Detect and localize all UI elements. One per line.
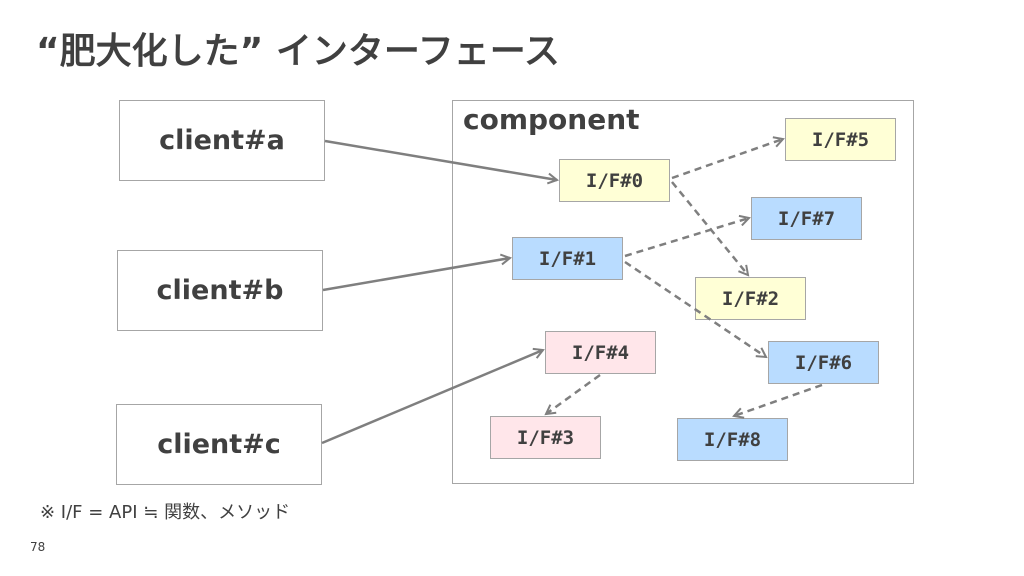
interface-7-box: I/F#7 <box>751 197 862 240</box>
component-box: component <box>452 100 914 484</box>
client-c-box: client#c <box>116 404 322 485</box>
interface-3-box: I/F#3 <box>490 416 601 459</box>
interface-5-box: I/F#5 <box>785 118 896 161</box>
interface-0-box: I/F#0 <box>559 159 670 202</box>
client-b-box: client#b <box>117 250 323 331</box>
arrow-if1-to-if7 <box>624 218 749 258</box>
arrow-if1-to-if6 <box>624 260 766 357</box>
interface-1-box: I/F#1 <box>512 237 623 280</box>
arrow-if0-to-if5 <box>671 139 783 180</box>
page-number: 78 <box>30 540 46 554</box>
arrow-if4-to-if3 <box>546 373 601 414</box>
interface-4-box: I/F#4 <box>545 331 656 374</box>
component-label: component <box>463 103 640 136</box>
client-a-box: client#a <box>119 100 325 181</box>
arrow-client-b-to-if1 <box>322 258 510 292</box>
interface-8-box: I/F#8 <box>677 418 788 461</box>
footnote: ※ I/F = API ≒ 関数、メソッド <box>40 502 291 523</box>
interface-2-box: I/F#2 <box>695 277 806 320</box>
arrow-client-c-to-if4 <box>321 350 543 445</box>
arrow-client-a-to-if0 <box>324 139 557 180</box>
interface-6-box: I/F#6 <box>768 341 879 384</box>
slide-title: “肥大化した” インターフェース <box>36 31 560 72</box>
arrow-if0-to-if2 <box>671 181 748 275</box>
arrow-if6-to-if8 <box>734 383 823 416</box>
